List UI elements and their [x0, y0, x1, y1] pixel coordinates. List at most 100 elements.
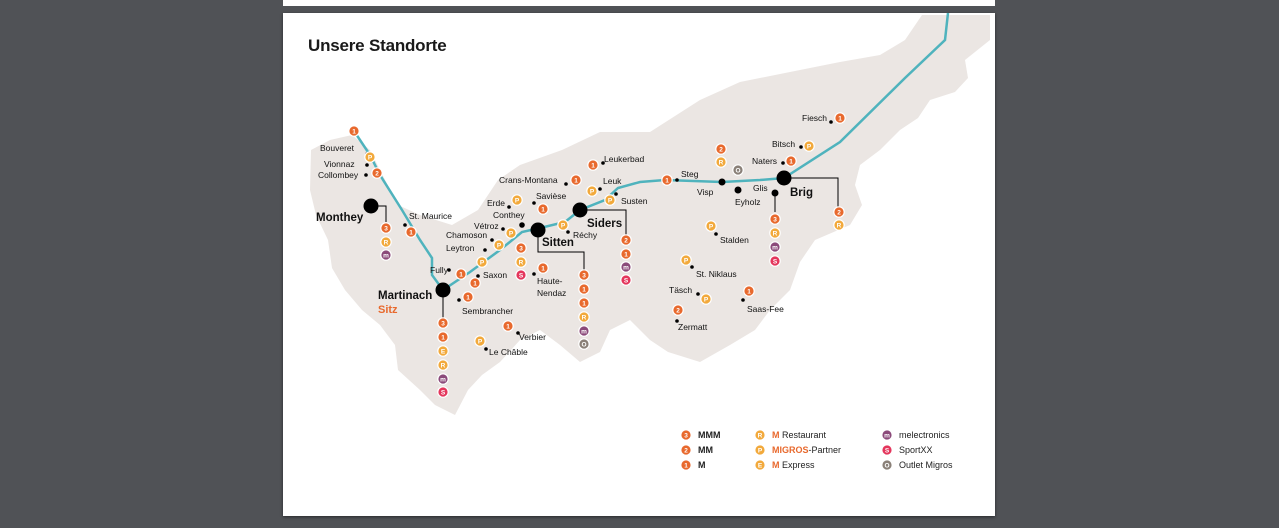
mmm-icon: 1 [587, 159, 599, 171]
svg-text:R: R [384, 240, 389, 247]
mmm-icon: 2 [715, 143, 727, 155]
svg-text:S: S [519, 273, 524, 280]
place-label: Fully [430, 265, 449, 275]
svg-text:2: 2 [676, 308, 680, 315]
svg-text:P: P [515, 198, 520, 205]
mmm-icon: 1 [437, 331, 449, 343]
outlet-icon: O [732, 164, 744, 176]
svg-text:3: 3 [684, 433, 688, 440]
svg-text:1: 1 [459, 272, 463, 279]
place-label: Leukerbad [604, 154, 644, 164]
svg-text:3: 3 [384, 226, 388, 233]
melectronics-icon: m [380, 249, 392, 261]
partner-icon: P [493, 239, 505, 251]
location-icons: 1P23Rm111131ERmS1PPPP3RS1P111PPP311RmO21… [348, 112, 846, 398]
mmm-icon: 1 [462, 291, 474, 303]
place-label-extra: Nendaz [537, 288, 566, 298]
place-label: Naters [752, 156, 777, 166]
place-label: Glis [753, 183, 768, 193]
mmm-icon: 1 [570, 174, 582, 186]
place-label: Fiesch [802, 113, 827, 123]
svg-text:P: P [368, 155, 373, 162]
legend-label: MIGROS-Partner [772, 445, 841, 455]
legend-mmm-icon: 1 [680, 459, 692, 471]
melectronics-icon: m [578, 325, 590, 337]
partner-icon: P [557, 219, 569, 231]
place-label: Eyholz [735, 197, 761, 207]
legend-partner-icon: E [754, 459, 766, 471]
svg-text:R: R [758, 433, 763, 440]
place-label: Savièse [536, 191, 567, 201]
place-label: Visp [697, 187, 714, 197]
melectronics-icon: m [620, 261, 632, 273]
svg-text:E: E [441, 349, 446, 356]
mmm-icon: 1 [743, 285, 755, 297]
svg-text:S: S [773, 259, 778, 266]
place-label: Stalden [720, 235, 749, 245]
hq-label: Sitz [378, 304, 398, 316]
svg-text:P: P [704, 297, 709, 304]
svg-text:1: 1 [789, 159, 793, 166]
mmm-icon: 1 [578, 297, 590, 309]
svg-text:3: 3 [441, 321, 445, 328]
mmm-icon: 1 [405, 226, 417, 238]
legend-mmm-icon: 2 [680, 444, 692, 456]
partner-icon: R [380, 236, 392, 248]
place-label: Leuk [603, 176, 622, 186]
svg-text:1: 1 [591, 163, 595, 170]
mmm-icon: 3 [515, 242, 527, 254]
mmm-icon: 1 [469, 277, 481, 289]
partner-icon: E [437, 345, 449, 357]
partner-icon: R [769, 227, 781, 239]
legend-mmm-icon: 3 [680, 429, 692, 441]
svg-text:P: P [758, 448, 763, 455]
svg-text:1: 1 [684, 463, 688, 470]
mmm-icon: 3 [578, 269, 590, 281]
svg-text:R: R [837, 223, 842, 230]
svg-text:1: 1 [665, 178, 669, 185]
region-shape [310, 15, 990, 415]
svg-text:m: m [383, 253, 389, 260]
mmm-icon: 1 [502, 320, 514, 332]
legend-label: Outlet Migros [899, 460, 953, 470]
partner-icon: R [833, 219, 845, 231]
place-label: Susten [621, 196, 648, 206]
partner-icon: P [474, 335, 486, 347]
partner-icon: P [364, 151, 376, 163]
svg-text:S: S [885, 448, 890, 455]
hub-label: Monthey [316, 212, 364, 224]
partner-icon: P [700, 293, 712, 305]
mmm-icon: 1 [455, 268, 467, 280]
melectronics-icon: m [769, 241, 781, 253]
hub-label: Brig [790, 187, 813, 199]
svg-text:1: 1 [352, 129, 356, 136]
legend-label: SportXX [899, 445, 933, 455]
svg-text:m: m [772, 245, 778, 252]
mmm-icon: 1 [537, 203, 549, 215]
partner-icon: R [578, 311, 590, 323]
partner-icon: P [705, 220, 717, 232]
sportxx-icon: S [515, 269, 527, 281]
svg-text:P: P [608, 198, 613, 205]
mmm-icon: 2 [620, 234, 632, 246]
place-label: Chamoson [446, 230, 487, 240]
place-label: Täsch [669, 285, 692, 295]
place-label: Crans-Montana [499, 175, 558, 185]
place-label: Leytron [446, 243, 475, 253]
svg-text:m: m [440, 377, 446, 384]
hub-dots [363, 170, 792, 298]
svg-text:P: P [807, 144, 812, 151]
place-label: Saas-Fee [747, 304, 784, 314]
hub-label: Martinach [378, 290, 432, 302]
hub-label: Siders [587, 218, 622, 230]
svg-text:3: 3 [582, 273, 586, 280]
place-label: Vétroz [474, 221, 499, 231]
place-label: Erde [487, 198, 505, 208]
svg-text:R: R [441, 363, 446, 370]
svg-text:1: 1 [747, 289, 751, 296]
legend-partner-icon: R [754, 429, 766, 441]
legend-outlet-icon: O [881, 459, 893, 471]
svg-text:P: P [480, 260, 485, 267]
legend-label: MM [698, 445, 713, 455]
